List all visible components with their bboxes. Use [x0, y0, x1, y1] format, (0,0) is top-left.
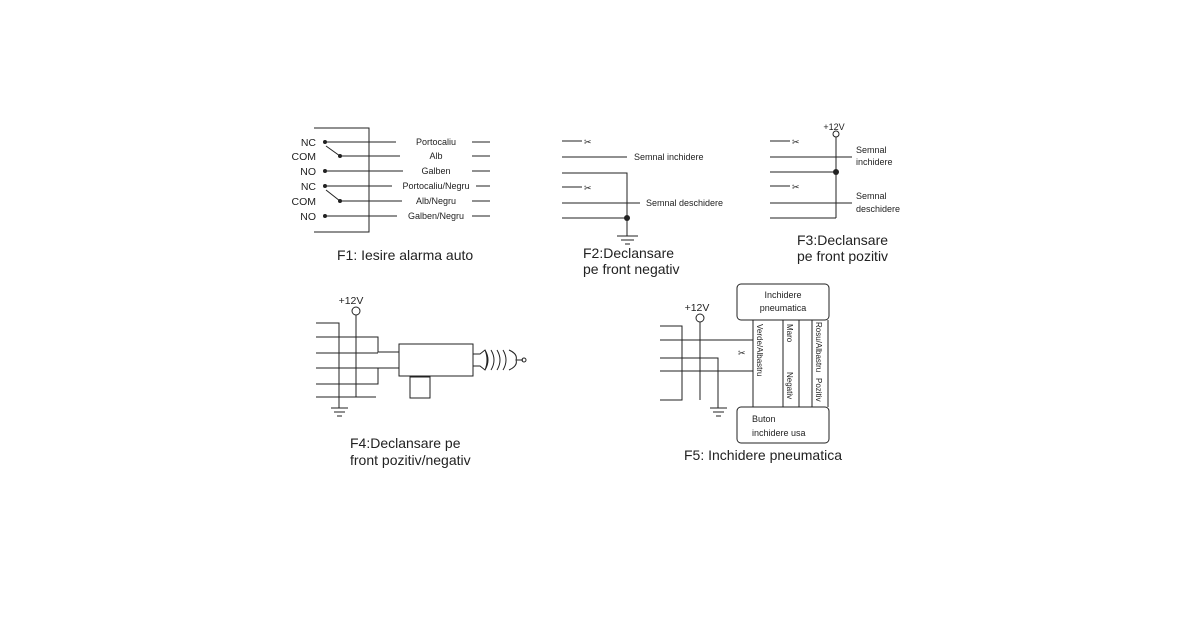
f1-label-no-2: NO — [300, 211, 316, 223]
f3-signal-close-1: Semnal — [856, 145, 887, 155]
f5-pneumatic-lock-diagram: +12V ✂ Inchidere pneumatica Buton inchid… — [660, 283, 842, 463]
f5-voltage: +12V — [685, 302, 710, 314]
f5-top-box-2: pneumatica — [760, 303, 807, 313]
f4-caption-line1: F4:Declansare pe — [350, 435, 461, 451]
f5-wire-green: Verde/Albastru — [755, 324, 764, 376]
f1-wire-galben: Galben — [421, 166, 450, 176]
scissors-icon: ✂ — [792, 137, 800, 147]
f2-caption-line2: pe front negativ — [583, 261, 680, 277]
f5-top-box-1: Inchidere — [764, 290, 801, 300]
f4-actuator-diagram: +12V F4:Declansare pe front pozitiv/nega… — [316, 295, 527, 468]
f1-relay-output-diagram: NC COM NO NC COM NO Portocaliu Alb Galbe… — [292, 127, 490, 263]
pneumatic-lock-box — [736, 283, 830, 321]
f2-signal-close: Semnal inchidere — [634, 152, 704, 162]
f1-wire-alb: Alb — [429, 151, 442, 161]
ground-icon — [617, 235, 638, 245]
f5-caption: F5: Inchidere pneumatica — [684, 447, 842, 463]
f5-bottom-box-2: inchidere usa — [752, 428, 806, 438]
f1-label-no-1: NO — [300, 166, 316, 178]
actuator-bellows — [473, 349, 523, 371]
f5-wire-red: Rosu/Albastru — [814, 322, 823, 372]
f3-signal-open-2: deschidere — [856, 204, 900, 214]
f1-wire-alb-negru: Alb/Negru — [416, 196, 456, 206]
f5-wire-negative: Negativ — [785, 372, 794, 399]
f1-wire-portocaliu: Portocaliu — [416, 137, 456, 147]
f1-wire-portocaliu-negru: Portocaliu/Negru — [402, 181, 469, 191]
scissors-icon: ✂ — [738, 348, 746, 358]
f2-signal-open: Semnal deschidere — [646, 198, 723, 208]
f3-signal-close-2: inchidere — [856, 157, 893, 167]
f1-label-com-2: COM — [292, 196, 317, 208]
f3-positive-trigger-diagram: +12V ✂ ✂ Semnal inchidere Semnal deschid… — [770, 122, 900, 264]
f1-wire-galben-negru: Galben/Negru — [408, 211, 464, 221]
terminal-icon — [351, 306, 361, 316]
f1-label-nc-1: NC — [301, 137, 317, 149]
f5-wire-brown: Maro — [785, 324, 794, 343]
f3-caption-line1: F3:Declansare — [797, 232, 888, 248]
f3-signal-open-1: Semnal — [856, 191, 887, 201]
f5-wire-positive: Pozitiv — [814, 378, 823, 402]
f1-caption: F1: Iesire alarma auto — [337, 247, 473, 263]
f2-negative-trigger-diagram: ✂ ✂ Semnal inchidere Semnal deschidere F… — [562, 137, 723, 277]
f4-voltage: +12V — [339, 295, 364, 307]
f1-rows: NC COM NO NC COM NO Portocaliu Alb Galbe… — [292, 137, 490, 223]
f1-label-nc-2: NC — [301, 181, 317, 193]
actuator-body — [398, 343, 474, 377]
terminal-icon — [695, 313, 705, 323]
f5-bottom-box-1: Buton — [752, 414, 776, 424]
f2-caption-line1: F2:Declansare — [583, 245, 674, 261]
ground-icon — [331, 407, 348, 417]
scissors-icon: ✂ — [792, 182, 800, 192]
f4-caption-line2: front pozitiv/negativ — [350, 452, 471, 468]
door-button-box — [736, 406, 830, 444]
scissors-icon: ✂ — [584, 137, 592, 147]
f1-label-com-1: COM — [292, 151, 317, 163]
ground-icon — [710, 407, 727, 417]
f3-caption-line2: pe front pozitiv — [797, 248, 888, 264]
f3-voltage: +12V — [823, 122, 844, 132]
actuator-bracket — [409, 376, 431, 399]
scissors-icon: ✂ — [584, 183, 592, 193]
